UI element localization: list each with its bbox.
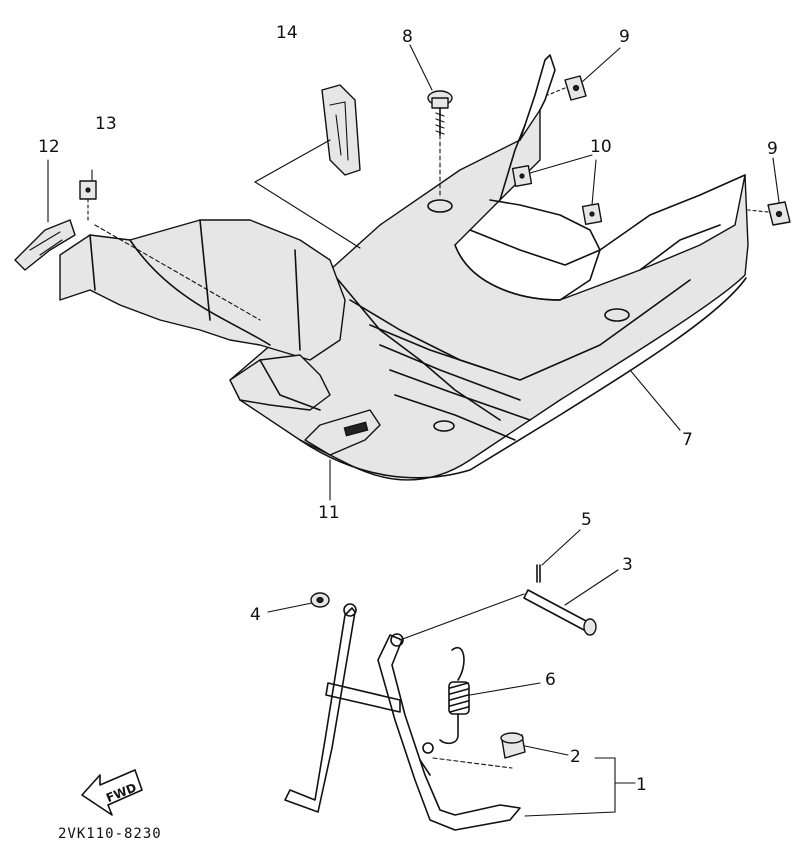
- callout-9-left: 9: [619, 27, 630, 47]
- callout-3: 3: [622, 555, 633, 575]
- callout-14: 14: [276, 23, 298, 43]
- callout-8: 8: [402, 27, 413, 47]
- callout-5: 5: [581, 510, 592, 530]
- callout-12: 12: [38, 137, 60, 157]
- clip-10-right-part: [581, 203, 603, 225]
- footrest-cover-part: [304, 409, 381, 456]
- clip-10-left-part: [511, 165, 533, 187]
- cotter-pin-5-part: [536, 564, 541, 583]
- callout-1: 1: [636, 775, 647, 795]
- callout-11: 11: [318, 503, 340, 523]
- diagram-code: 2VK110-8230: [58, 826, 162, 842]
- callout-2: 2: [570, 747, 581, 767]
- callout-4: 4: [250, 605, 261, 625]
- main-stand-part: [284, 603, 521, 831]
- bracket-12-part: [14, 219, 76, 271]
- cover-plate-14-part: [321, 84, 361, 176]
- callout-6: 6: [545, 670, 556, 690]
- leader-lines: [47, 44, 780, 817]
- fwd-label: FWD: [104, 780, 138, 805]
- fwd-arrow-icon: FWD: [81, 769, 143, 816]
- nut-9-right-part: [767, 201, 791, 226]
- nut-9-left-part: [564, 75, 587, 101]
- stopper-2-part: [500, 732, 526, 759]
- callout-9-right: 9: [767, 139, 778, 159]
- washer-4-part: [310, 592, 330, 608]
- clip-13-part: [79, 180, 97, 200]
- callout-10: 10: [590, 137, 612, 157]
- callout-7: 7: [682, 430, 693, 450]
- screw-8-part: [427, 90, 453, 136]
- callout-13: 13: [95, 114, 117, 134]
- callout-labels: 1 2 3 4 5 6 7 8 9 9 10 11 12 13 14: [38, 23, 778, 795]
- spring-6-part: [439, 647, 470, 745]
- footboard-part: [59, 54, 749, 481]
- shaft-3-part: [523, 589, 597, 636]
